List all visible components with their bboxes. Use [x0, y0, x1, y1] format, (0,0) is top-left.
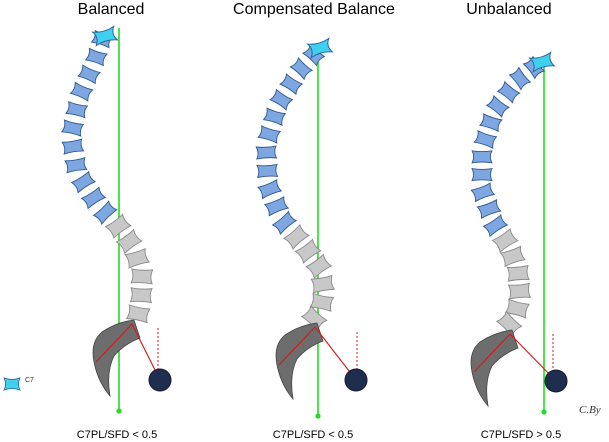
thoracic-vertebra [263, 196, 290, 217]
panel-unbalanced [470, 51, 568, 415]
thoracic-vertebra [255, 145, 278, 160]
femoral-head [148, 368, 172, 392]
lumbar-vertebra [130, 268, 154, 285]
plumb-line-end-dot [116, 408, 122, 414]
lumbar-vertebra [310, 274, 336, 294]
thoracic-vertebra [80, 186, 107, 210]
lumbar-vertebra [491, 228, 519, 253]
lumbar-vertebra [129, 287, 153, 304]
thoracic-vertebra [60, 119, 85, 137]
femoral-head [544, 369, 568, 393]
femoral-head [344, 368, 368, 392]
thoracic-vertebra [65, 100, 89, 119]
thoracic-vertebra [69, 81, 94, 102]
lumbar-vertebra [104, 213, 132, 239]
lumbar-vertebra [506, 264, 530, 282]
panel-3-caption: C7PL/SFD > 0.5 [481, 429, 561, 441]
thoracic-vertebra [77, 64, 101, 85]
thoracic-vertebra [84, 47, 108, 67]
lumbar-vertebra [507, 282, 532, 300]
panel-2-title: Compensated Balance [233, 1, 395, 18]
thoracic-vertebra [257, 125, 282, 144]
thoracic-vertebra [257, 178, 283, 200]
lumbar-vertebra [305, 253, 333, 279]
panel-1-caption: C7PL/SFD < 0.5 [77, 429, 157, 441]
thoracic-vertebra [256, 163, 279, 179]
lumbar-vertebra [115, 228, 143, 255]
thoracic-vertebra [485, 94, 510, 118]
lumbar-vertebra [309, 292, 335, 312]
panel-3-title: Unbalanced [466, 1, 551, 18]
thoracic-vertebra [496, 80, 521, 104]
panel-1-title: Balanced [78, 1, 145, 18]
c7-vertebra-icon [3, 377, 21, 391]
thoracic-vertebra [92, 200, 118, 226]
panel-2-caption: C7PL/SFD < 0.5 [273, 429, 353, 441]
thoracic-vertebra [508, 66, 532, 91]
c7-vertebra [306, 37, 334, 59]
thoracic-vertebra [269, 88, 294, 111]
lumbar-vertebra [504, 298, 531, 319]
plumb-line-end-dot [541, 409, 547, 415]
legend-label: C7 [25, 377, 34, 384]
thoracic-vertebra [476, 198, 502, 220]
plumb-line-end-dot [315, 413, 321, 419]
thoracic-vertebra [471, 150, 493, 164]
thoracic-vertebra [262, 107, 287, 127]
c7-vertebra [528, 51, 556, 73]
sacral-line [95, 323, 133, 363]
thoracic-vertebra [271, 210, 298, 236]
thoracic-vertebra [279, 73, 304, 96]
thoracic-vertebra [478, 113, 503, 133]
thoracic-vertebra [64, 156, 88, 174]
thoracic-vertebra [61, 138, 85, 155]
thoracic-vertebra [470, 182, 496, 203]
sacral-line [278, 326, 316, 366]
thoracic-vertebra [473, 129, 498, 150]
legend: C7 [3, 377, 34, 391]
thoracic-vertebra [70, 170, 97, 194]
lumbar-vertebra [125, 304, 151, 324]
lumbar-vertebra [124, 247, 151, 269]
pelvis [275, 322, 324, 401]
pelvis [470, 329, 519, 408]
thoracic-vertebra [289, 56, 314, 81]
panel-balanced [60, 25, 172, 414]
lumbar-vertebra [294, 238, 322, 264]
thoracic-vertebra [471, 168, 493, 182]
author-signature: C.By [579, 404, 601, 416]
panel-compensated-balance [255, 37, 368, 419]
lumbar-vertebra [282, 223, 310, 250]
lumbar-vertebra [499, 245, 526, 268]
thoracic-vertebra [482, 213, 509, 238]
pelvis [92, 319, 141, 398]
sacral-line [473, 333, 511, 373]
c7-vertebra [91, 25, 119, 47]
